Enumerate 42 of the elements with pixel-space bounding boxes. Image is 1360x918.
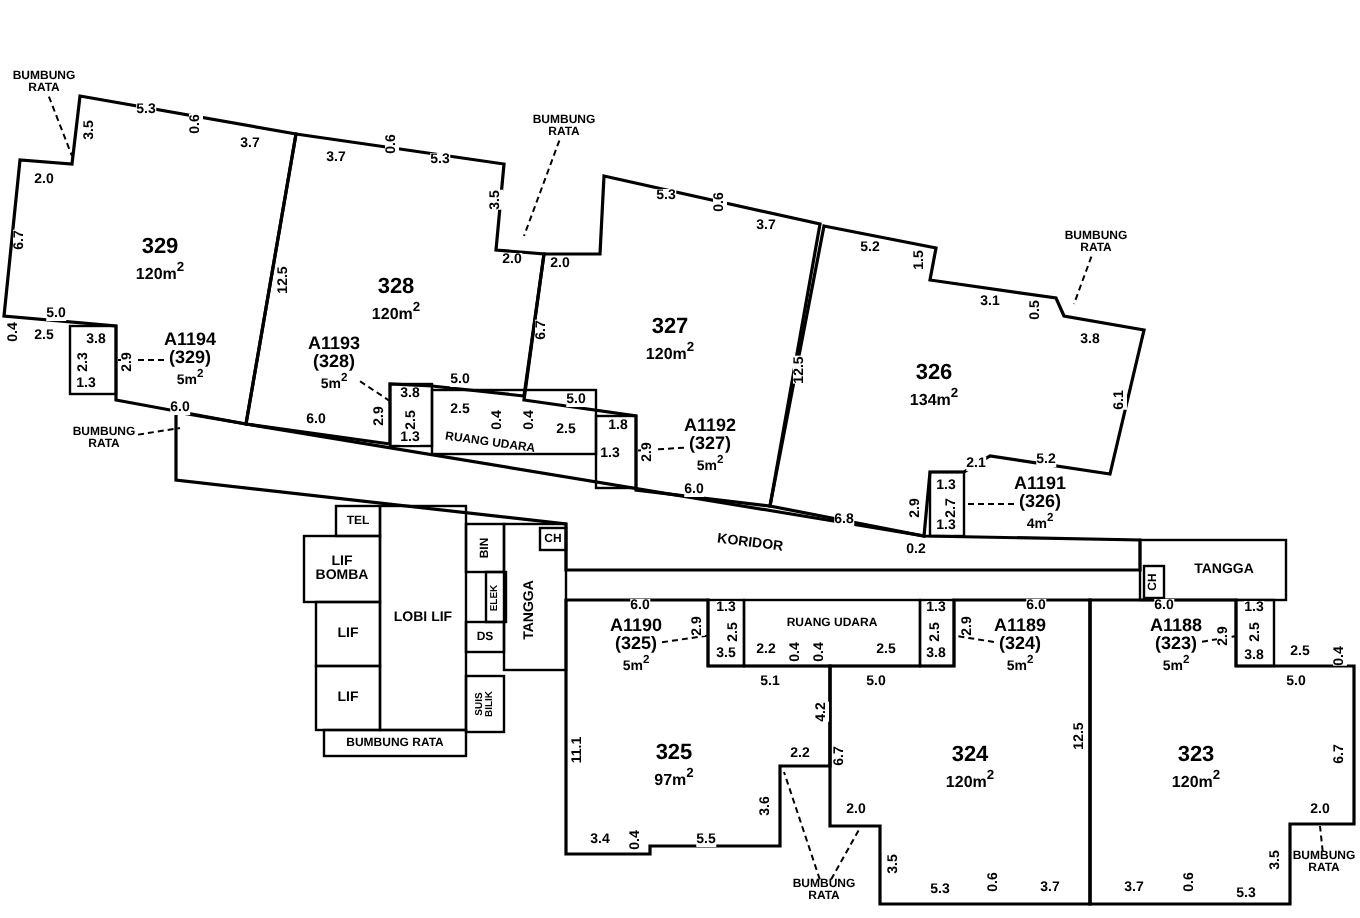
leader-line	[953, 634, 995, 643]
leader-line	[830, 827, 861, 881]
unit-reference: (326)	[1016, 494, 1063, 513]
unit-number: 324	[949, 745, 991, 769]
unit-number: 328	[375, 277, 417, 301]
unit-number: 327	[649, 317, 691, 341]
unit-reference: (327)	[686, 436, 733, 455]
floor-area: 120m$^{2}$	[371, 300, 421, 323]
leader-line	[1319, 825, 1324, 853]
parcel-number: A1193	[307, 335, 361, 354]
leader-line	[661, 634, 709, 644]
leader-line	[523, 139, 561, 237]
floor-area: 120m$^{2}$	[1171, 768, 1221, 791]
floor-area: 120m$^{2}$	[945, 768, 995, 791]
floor-area: 120m$^{2}$	[135, 260, 185, 283]
leader-line	[635, 446, 685, 452]
parcel-number: A1191	[1013, 475, 1067, 494]
unit-number: 323	[1175, 745, 1217, 769]
leader-line	[1073, 255, 1093, 305]
floor-area: 120m$^{2}$	[645, 340, 695, 363]
unit-number: 325	[654, 743, 694, 767]
leader-line	[1201, 635, 1237, 643]
leader-line	[963, 503, 1015, 505]
floor-area: 97m$^{2}$	[654, 766, 694, 789]
leader-line	[47, 95, 73, 157]
leader-line	[115, 359, 165, 361]
unit-number: 326	[913, 363, 955, 387]
parcel-number: A1194	[163, 331, 217, 350]
leader-line	[359, 380, 391, 403]
leader-line	[137, 427, 181, 436]
parcel-number: A1189	[993, 617, 1047, 636]
parcel-number: A1190	[609, 617, 663, 636]
leader-line	[783, 771, 821, 881]
floor-area: 134m$^{2}$	[909, 386, 959, 409]
parcel-number: A1188	[1149, 617, 1203, 636]
unit-reference: (329)	[166, 350, 213, 369]
parcel-number: A1192	[683, 417, 737, 436]
unit-reference: (328)	[310, 354, 357, 373]
unit-number: 329	[139, 237, 181, 261]
unit-reference: (325)	[612, 636, 659, 655]
unit-reference: (323)	[1152, 636, 1199, 655]
unit-reference: (324)	[996, 636, 1043, 655]
